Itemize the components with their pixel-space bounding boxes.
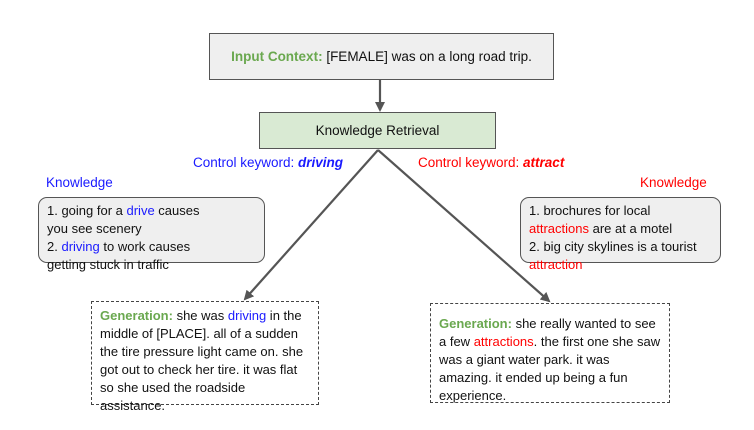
right-knowledge-box: 1. brochures for local attractions are a…	[520, 197, 721, 272]
left-generation-keyword: driving	[227, 308, 267, 323]
left-knowledge-line-3: 2. driving to work causes	[47, 239, 191, 254]
right-control-keyword-value: attract	[523, 155, 565, 170]
input-context-box: Input Context: [FEMALE] was on a long ro…	[209, 33, 554, 80]
right-knowledge-line-2: attractions are at a motel	[529, 221, 673, 236]
left-generation-text-1: she was	[172, 308, 228, 323]
right-generation-keyword: attractions	[473, 334, 534, 349]
right-knowledge-line-1: 1. brochures for local	[529, 203, 651, 218]
left-knowledge-box: 1. going for a drive causes you see scen…	[38, 197, 265, 272]
left-knowledge-line-1: 1. going for a drive causes	[47, 203, 200, 218]
right-control-keyword: Control keyword: attract	[418, 155, 564, 170]
input-context-text: [FEMALE] was on a long road trip.	[322, 48, 532, 64]
right-knowledge-label: Knowledge	[640, 175, 707, 190]
knowledge-retrieval-label: Knowledge Retrieval	[315, 122, 440, 138]
left-generation-text-2: in the middle of [PLACE]. all of a sudde…	[100, 308, 304, 413]
left-control-keyword: Control keyword: driving	[193, 155, 343, 170]
right-knowledge-line-4: attraction	[529, 257, 583, 272]
knowledge-retrieval-box: Knowledge Retrieval	[259, 112, 496, 149]
right-generation-text-2: . the first one she saw was a giant wate…	[439, 334, 661, 403]
right-control-prefix: Control keyword:	[418, 155, 524, 170]
right-generation-box: Generation: she really wanted to see a f…	[430, 303, 670, 403]
arrow-retrieval-to-left-generation	[243, 149, 379, 301]
left-knowledge-line-2: you see scenery	[47, 221, 142, 236]
right-knowledge-line-3: 2. big city skylines is a tourist	[529, 239, 697, 254]
arrow-retrieval-to-right-generation	[377, 149, 551, 303]
left-knowledge-line-4: getting stuck in traffic	[47, 257, 169, 272]
left-generation-label: Generation:	[100, 308, 173, 323]
input-context-label: Input Context:	[231, 48, 323, 64]
left-control-prefix: Control keyword:	[193, 155, 299, 170]
left-generation-box: Generation: she was driving in the middl…	[91, 301, 319, 413]
left-control-keyword-value: driving	[298, 155, 344, 170]
right-generation-label: Generation:	[439, 316, 512, 331]
right-generation-text-1: she really wanted to see a few	[439, 316, 656, 349]
left-knowledge-label: Knowledge	[46, 175, 113, 190]
